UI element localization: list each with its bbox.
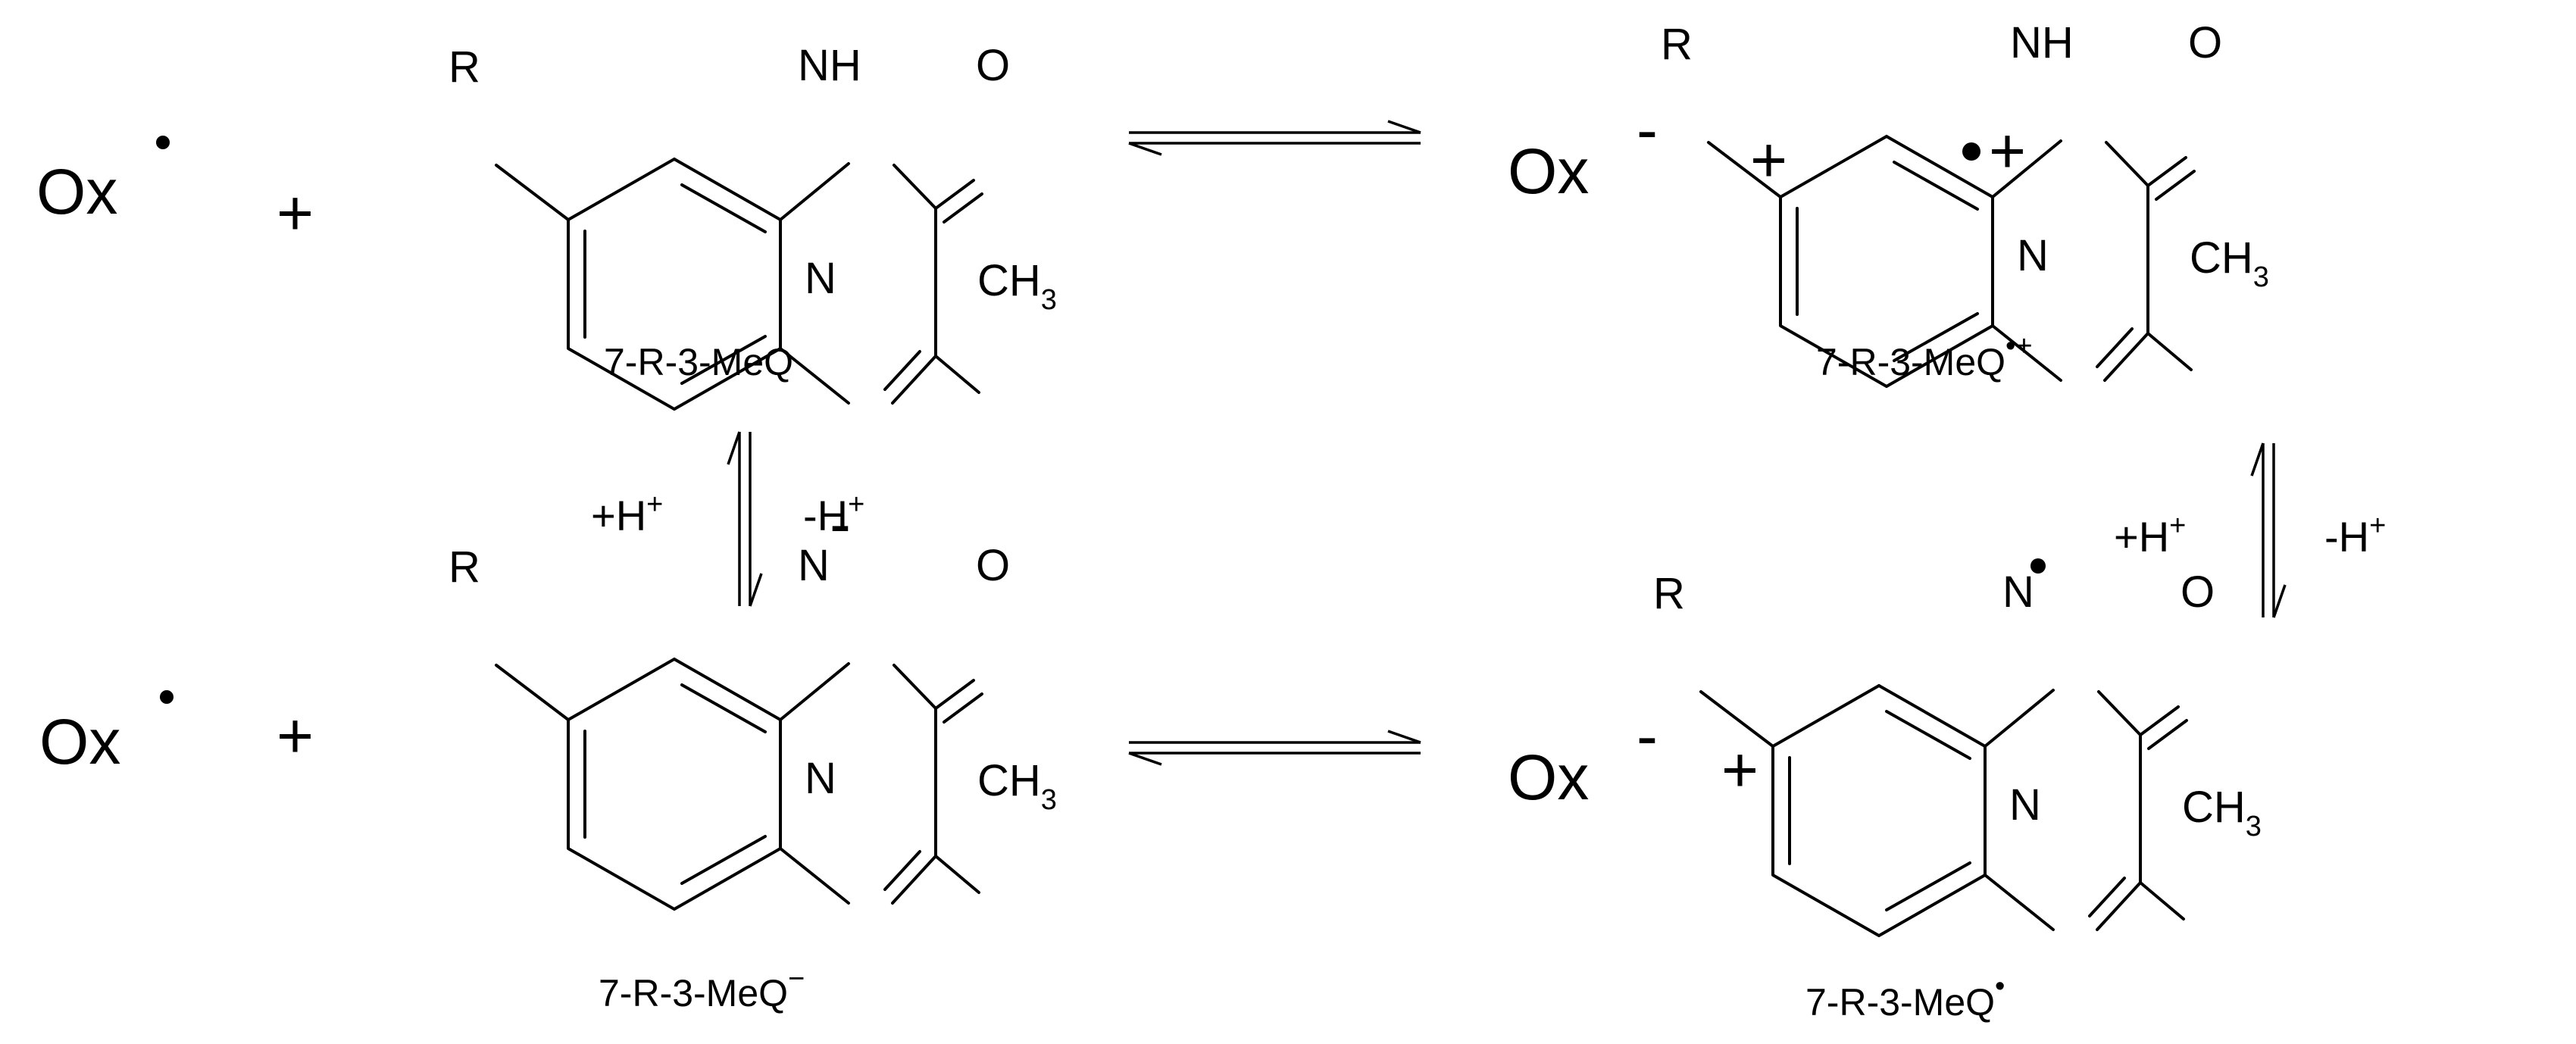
atom-N-anionic: N [798, 541, 830, 590]
equilibrium-arrow-top [1127, 120, 1422, 156]
atom-R: R [1661, 20, 1693, 69]
radical-dot [160, 690, 174, 704]
label-neutral-radical: 7-R-3-MeQ• [1805, 971, 2005, 1024]
molecule-neutral-quinoxalinone: R NH O N CH3 7-R-3-MeQ [449, 41, 1057, 411]
minus-charge: - [1637, 700, 1658, 771]
atom-NH: NH [2010, 18, 2074, 67]
radical-dot [1962, 142, 1980, 161]
methyl-group: CH3 [2190, 233, 2269, 293]
equilibrium-arrow-left-vertical [727, 430, 763, 608]
oxidant-anion-bottom-right: Ox [1508, 742, 1589, 813]
plus-sign: + [1721, 734, 1758, 805]
proton-add-left: +H+ [591, 489, 663, 539]
minus-charge: - [1637, 94, 1658, 165]
equilibrium-arrow-right-vertical [2250, 442, 2287, 619]
atom-N-radical: N [2002, 567, 2034, 617]
anion-charge: - [830, 488, 851, 559]
atom-O: O [976, 541, 1010, 590]
plus-sign: + [277, 177, 314, 248]
proton-remove-right: -H+ [2324, 510, 2386, 561]
atom-N: N [805, 254, 836, 303]
oxidant-radical-bottom-left: Ox [39, 706, 120, 777]
plus-sign: + [277, 700, 314, 771]
atom-NH: NH [798, 41, 861, 90]
proton-add-right: +H+ [2114, 510, 2186, 561]
atom-N: N [2017, 231, 2049, 280]
radical-dot [156, 136, 170, 149]
label-anion: 7-R-3-MeQ− [599, 963, 805, 1014]
atom-R: R [449, 542, 480, 592]
atom-R: R [449, 42, 480, 92]
cation-charge: + [1989, 115, 2026, 186]
oxidant-radical-top-left: Ox [36, 156, 117, 227]
equilibrium-arrow-bottom [1127, 730, 1422, 766]
atom-O: O [2188, 18, 2222, 67]
atom-N: N [805, 754, 836, 803]
methyl-group: CH3 [2182, 783, 2262, 842]
atom-N: N [2009, 780, 2041, 830]
radical-dot [2030, 558, 2046, 574]
methyl-group: CH3 [977, 756, 1057, 816]
molecule-radical-cation: R NH O N CH3 + 7-R-3-MeQ•+ [1661, 18, 2269, 388]
label-neutral: 7-R-3-MeQ [604, 341, 793, 383]
methyl-group: CH3 [977, 256, 1057, 316]
atom-R: R [1653, 569, 1685, 618]
oxidant-anion-top-right: Ox [1508, 136, 1589, 207]
proton-remove-left: -H+ [803, 489, 864, 539]
atom-O: O [976, 41, 1010, 90]
molecule-anion: R N - O N CH3 7-R-3-MeQ− [449, 488, 1057, 1014]
label-radical-cation: 7-R-3-MeQ•+ [1816, 330, 2033, 383]
atom-O: O [2181, 567, 2215, 617]
plus-sign: + [1750, 124, 1787, 195]
molecule-neutral-radical: R N O N CH3 7-R-3-MeQ• [1653, 558, 2262, 1024]
